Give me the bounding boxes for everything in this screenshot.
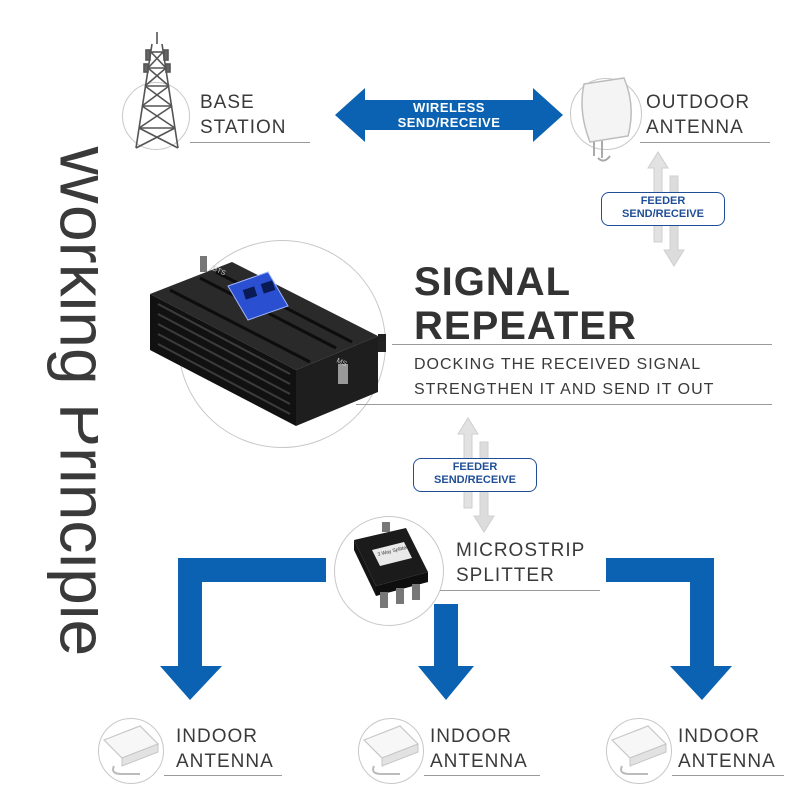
repeater-rule-top: [392, 344, 772, 345]
outdoor-antenna-icon: [581, 77, 632, 162]
indoor-antenna-label-1: INDOOR ANTENNA: [176, 724, 274, 774]
repeater-desc1: DOCKING THE RECEIVED SIGNAL: [414, 356, 702, 373]
left-distribution-arrow: [160, 558, 326, 700]
outdoor-antenna-line2: ANTENNA: [646, 117, 744, 138]
splitter-label: MICROSTRIP SPLITTER: [456, 538, 585, 588]
indoor-antenna-icon-1: [102, 725, 160, 775]
base-station-rule: [190, 142, 310, 143]
indoor-antenna-2-line1: INDOOR: [430, 726, 512, 747]
splitter-rule: [440, 590, 600, 591]
repeater-port-ms: MS: [335, 357, 348, 368]
feeder-top-line2: SEND/RECEIVE: [622, 208, 704, 220]
cell-tower-icon: [135, 32, 179, 149]
feeder-top-line1: FEEDER: [640, 195, 686, 207]
right-distribution-arrow: [606, 558, 732, 700]
indoor-antenna-3-line1: INDOOR: [678, 726, 760, 747]
base-station-label: BASE STATION: [200, 90, 287, 140]
feeder-bottom-line1: FEEDER: [452, 461, 498, 473]
repeater-title: SIGNAL REPEATER: [414, 260, 637, 348]
splitter-line1: MICROSTRIP: [456, 540, 586, 561]
repeater-rule-bottom: [356, 404, 772, 405]
outdoor-antenna-line1: OUTDOOR: [646, 92, 751, 113]
indoor-antenna-label-3: INDOOR ANTENNA: [678, 724, 776, 774]
indoor-antenna-2-line2: ANTENNA: [430, 751, 528, 772]
indoor-antenna-3-line2: ANTENNA: [678, 751, 776, 772]
vertical-title: Working Principle: [18, 30, 98, 770]
feeder-bottom-line2: SEND/RECEIVE: [434, 474, 516, 486]
repeater-description: DOCKING THE RECEIVED SIGNAL STRENGTHEN I…: [414, 352, 714, 402]
repeater-desc2: STRENGTHEN IT AND SEND IT OUT: [414, 381, 715, 398]
repeater-line2: REPEATER: [414, 304, 637, 348]
indoor-antenna-rule-2: [424, 775, 540, 776]
wireless-line2: SEND/RECEIVE: [397, 115, 501, 130]
indoor-antenna-1-line2: ANTENNA: [176, 751, 274, 772]
wireless-line1: WIRELESS: [413, 100, 485, 115]
indoor-antenna-rule-1: [164, 775, 282, 776]
feeder-bottom-badge: FEEDER SEND/RECEIVE: [413, 458, 537, 492]
outdoor-antenna-label: OUTDOOR ANTENNA: [646, 90, 750, 140]
signal-repeater-device: BTS MS: [150, 256, 386, 426]
wireless-arrow: WIRELESS SEND/RECEIVE: [335, 88, 563, 142]
outdoor-antenna-rule: [640, 142, 770, 143]
indoor-antenna-label-2: INDOOR ANTENNA: [430, 724, 528, 774]
base-station-line2: STATION: [200, 117, 287, 138]
repeater-line1: SIGNAL: [414, 260, 572, 304]
indoor-antenna-icon-3: [610, 725, 668, 775]
indoor-antenna-1-line1: INDOOR: [176, 726, 258, 747]
splitter-device: 3 Way Splitter: [354, 522, 428, 608]
splitter-line2: SPLITTER: [456, 565, 555, 586]
indoor-antenna-rule-3: [672, 775, 784, 776]
base-station-line1: BASE: [200, 92, 255, 113]
feeder-top-badge: FEEDER SEND/RECEIVE: [601, 192, 725, 226]
center-distribution-arrow: [418, 604, 474, 700]
title-text: Working Principle: [47, 144, 98, 656]
indoor-antenna-icon-2: [362, 725, 420, 775]
